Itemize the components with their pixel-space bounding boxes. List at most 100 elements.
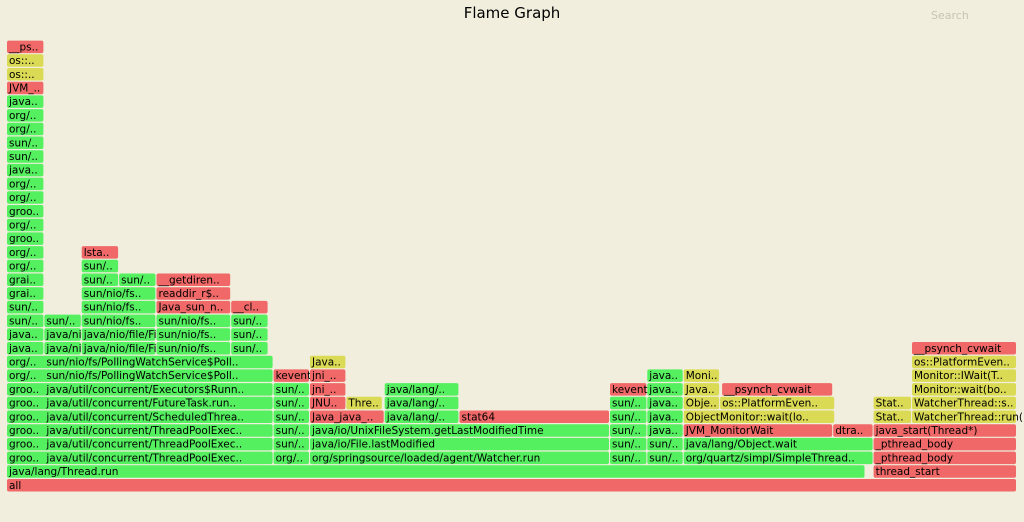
flame-frame[interactable]: sun/..	[273, 410, 309, 424]
flame-frame[interactable]: java/lang/..	[384, 383, 459, 396]
flame-frame[interactable]: JVM_MonitorWait	[683, 424, 833, 437]
flame-frame[interactable]: Monitor::wait(bo..	[912, 383, 1016, 396]
flame-frame[interactable]: Java_java_..	[310, 410, 384, 424]
flame-frame[interactable]: sun/..	[231, 314, 268, 328]
flame-frame[interactable]: sun/..	[273, 383, 309, 396]
flame-frame[interactable]: sun/..	[647, 451, 683, 465]
flame-frame[interactable]: sun/..	[231, 328, 268, 341]
flame-frame[interactable]: Stat..	[873, 396, 911, 410]
flame-frame[interactable]: sun/..	[119, 273, 156, 287]
flame-frame[interactable]: sun/..	[273, 424, 309, 437]
flame-frame[interactable]: dtra..	[833, 424, 873, 437]
flame-frame[interactable]: sun/..	[7, 136, 44, 150]
flame-frame[interactable]: sun/..	[273, 437, 309, 451]
flame-frame[interactable]: sun/..	[7, 300, 44, 314]
flame-frame[interactable]: java/lang/Object.wait	[683, 437, 873, 451]
flame-frame[interactable]: groo..java/util/concurrent/ThreadPoolExe…	[7, 424, 273, 437]
flame-frame[interactable]: Stat..	[873, 410, 911, 424]
flame-frame[interactable]: lsta..	[81, 246, 119, 259]
flame-frame[interactable]: stat64	[459, 410, 610, 424]
flame-frame[interactable]: java..	[647, 410, 683, 424]
flame-frame[interactable]: sun/..	[7, 150, 44, 163]
search-button[interactable]: Search	[931, 9, 969, 22]
flame-frame[interactable]: __cl..	[231, 300, 268, 314]
flame-frame[interactable]: org/quartz/simpl/SimpleThread..	[683, 451, 873, 465]
flame-frame[interactable]: all	[7, 479, 1016, 492]
flame-frame[interactable]: Java..	[683, 383, 720, 396]
flame-frame[interactable]: kevent	[273, 369, 312, 382]
flame-frame[interactable]: org/..	[7, 246, 44, 259]
flame-frame[interactable]: org/..	[7, 191, 44, 204]
flame-frame[interactable]: _pthread_body	[873, 451, 1016, 465]
flame-frame[interactable]: kevent	[610, 383, 648, 396]
flame-frame[interactable]: java..	[7, 342, 44, 355]
flame-frame[interactable]: jni_..	[310, 369, 346, 382]
flame-frame[interactable]: sun/..	[610, 410, 647, 424]
flame-frame[interactable]: groo..java/util/concurrent/Executors$Run…	[7, 383, 273, 396]
flame-frame[interactable]: sun/nio/fs..	[156, 328, 231, 341]
flame-frame[interactable]: Obje..	[683, 396, 720, 410]
flame-frame[interactable]: Java_sun_n..	[156, 300, 231, 314]
flame-frame[interactable]: java..	[647, 369, 683, 382]
flame-frame[interactable]: groo..java/util/concurrent/FutureTask.ru…	[7, 396, 273, 410]
flame-frame[interactable]: Thre..	[346, 396, 382, 410]
flame-frame[interactable]: sun/nio/fs..	[81, 300, 156, 314]
flame-frame[interactable]: java/nio/file/Fi..	[81, 342, 163, 355]
flame-frame[interactable]: __psynch_cvwait	[912, 342, 1016, 355]
flame-frame[interactable]: Moni..	[683, 369, 720, 382]
flame-frame[interactable]: os::PlatformEven..	[912, 355, 1016, 369]
flame-frame[interactable]: org/..	[7, 218, 44, 232]
flame-frame[interactable]: sun/..	[7, 314, 44, 328]
flame-frame[interactable]: java..	[7, 328, 44, 341]
flame-frame[interactable]: os::PlatformEven..	[720, 396, 835, 410]
flame-frame[interactable]: Java..	[310, 355, 346, 369]
flame-frame[interactable]: org/..	[7, 109, 44, 122]
flame-frame[interactable]: __psynch_cvwait	[722, 383, 833, 396]
flame-frame[interactable]: org/springsource/loaded/agent/Watcher.ru…	[310, 451, 609, 465]
flame-frame[interactable]: __ps..	[7, 40, 44, 54]
flame-frame[interactable]: WatcherThread::run()	[912, 410, 1024, 424]
flame-frame[interactable]: WatcherThread::s..	[912, 396, 1016, 410]
flame-frame[interactable]: sun/..	[610, 424, 647, 437]
flame-frame[interactable]: java..	[7, 163, 44, 177]
flame-frame[interactable]: grai..	[7, 287, 44, 300]
flame-frame[interactable]: sun/..	[273, 396, 309, 410]
flame-frame[interactable]: org/..	[7, 259, 44, 273]
flame-frame[interactable]: org/..	[273, 451, 309, 465]
flame-frame[interactable]: sun/..	[610, 437, 647, 451]
flame-frame[interactable]: java/lang/Thread.run	[7, 465, 865, 478]
flame-frame[interactable]: JVM_..	[7, 81, 44, 95]
flame-frame[interactable]: sun/nio/fs..	[81, 314, 156, 328]
flame-frame[interactable]: org/..	[7, 122, 44, 136]
flame-frame[interactable]: sun/nio/fs..	[156, 314, 231, 328]
flame-frame[interactable]: sun/..	[647, 437, 683, 451]
flame-frame[interactable]: ObjectMonitor::wait(lo..	[683, 410, 835, 424]
flame-frame[interactable]: sun/..	[610, 451, 647, 465]
flame-frame[interactable]: org/..sun/nio/fs/PollingWatchService$Pol…	[7, 355, 273, 369]
flame-frame[interactable]: grai..	[7, 273, 44, 287]
flame-frame[interactable]: os::..	[7, 68, 44, 81]
flame-frame[interactable]: sun/..	[610, 396, 647, 410]
flame-frame[interactable]: readdir_r$..	[156, 287, 231, 300]
flame-frame[interactable]: __getdiren..	[156, 273, 231, 287]
flame-frame[interactable]: sun/..	[81, 273, 119, 287]
flame-frame[interactable]: org/..sun/nio/fs/PollingWatchService$Pol…	[7, 369, 273, 382]
flame-frame[interactable]: java..	[7, 95, 44, 108]
flame-frame[interactable]: sun/nio/fs..	[156, 342, 231, 355]
flame-frame[interactable]: os::..	[7, 54, 44, 67]
flame-frame[interactable]: java/io/File.lastModified	[310, 437, 609, 451]
flame-frame[interactable]: _pthread_body	[873, 437, 1016, 451]
flame-frame[interactable]: sun/nio/fs..	[81, 287, 156, 300]
flame-frame[interactable]: JNU..	[310, 396, 346, 410]
flame-frame[interactable]: java..	[647, 383, 683, 396]
flame-frame[interactable]: java..	[647, 396, 683, 410]
flame-frame[interactable]: java/io/UnixFileSystem.getLastModifiedTi…	[310, 424, 609, 437]
flame-frame[interactable]: sun/..	[81, 259, 119, 273]
flame-frame[interactable]: jni_..	[310, 383, 346, 396]
flame-frame[interactable]: sun/..	[231, 342, 268, 355]
flame-frame[interactable]: groo..	[7, 205, 44, 218]
flame-frame[interactable]: java/nio/file/Fi..	[81, 328, 163, 341]
flame-frame[interactable]: java/lang/..	[384, 396, 459, 410]
flame-frame[interactable]: java_start(Thread*)	[873, 424, 1016, 437]
flame-frame[interactable]: groo..	[7, 232, 44, 245]
